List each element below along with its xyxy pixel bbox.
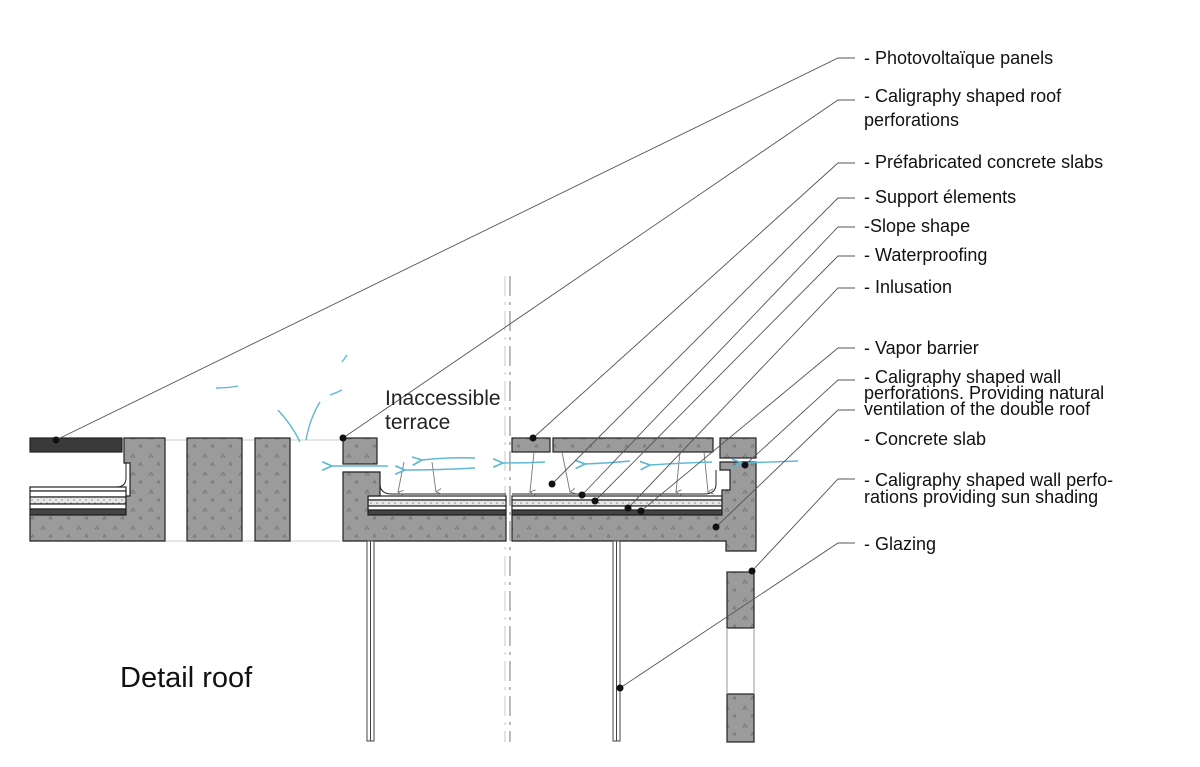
inaccessible-terrace-line2: terrace	[385, 411, 451, 434]
label-line: - Vapor barrier	[864, 338, 979, 358]
upper-parapet-left	[342, 437, 378, 465]
inaccessible-terrace-line1: Inaccessible	[385, 387, 501, 410]
label-glazing: - Glazing	[864, 534, 936, 554]
label-photovoltaic-panels: - Photovoltaïque panels	[864, 48, 1053, 68]
label-vapor-barrier: - Vapor barrier	[864, 338, 979, 358]
right-roof-section	[342, 437, 757, 552]
wall-pier-2	[254, 437, 291, 542]
label-concrete-slab: - Concrete slab	[864, 429, 986, 449]
label-waterproofing: - Waterproofing	[864, 245, 987, 265]
label-line: perforations. Providing natural	[864, 383, 1105, 403]
label-line: rations providing sun shading	[864, 487, 1099, 507]
concrete-slab-left	[342, 471, 507, 542]
label-line: - Support élements	[864, 187, 1017, 207]
label-line: - Photovoltaïque panels	[864, 48, 1054, 68]
left-concrete-slab	[29, 437, 166, 542]
concrete-slab-right	[511, 461, 757, 552]
photovoltaic-panel	[29, 437, 123, 453]
label-line: ventilation of the double roof	[864, 399, 1091, 419]
glazing-and-walls	[366, 540, 755, 743]
label-line: - Inlusation	[864, 277, 953, 297]
inaccessible-terrace-label: Inaccessible terrace	[385, 387, 501, 435]
label-wall-perforations-sun-shading: - Caligraphy shaped wall perfo- rations …	[864, 470, 1114, 507]
leader-lines	[55, 57, 855, 689]
label-line: - Préfabricated concrete slabs	[864, 152, 1104, 172]
label-line: - Caligraphy shaped roof	[864, 86, 1062, 106]
label-line: - Waterproofing	[864, 245, 988, 265]
sun-shading-wall-2	[726, 693, 755, 743]
label-line: -Slope shape	[864, 216, 971, 236]
label-line: perforations	[864, 110, 960, 130]
prefab-slab-2	[552, 437, 714, 453]
label-line: - Concrete slab	[864, 429, 987, 449]
label-roof-perforations: - Caligraphy shaped roof perforations	[864, 86, 1061, 130]
sun-shading-wall-1	[726, 571, 755, 629]
leader-dots	[52, 434, 756, 692]
label-line: - Caligraphy shaped wall	[864, 367, 1062, 387]
upper-parapet-right	[719, 437, 757, 459]
airflow-arrows	[215, 354, 799, 470]
label-wall-perforations-ventilation: - Caligraphy shaped wall perforations. P…	[864, 367, 1105, 419]
label-line: - Caligraphy shaped wall perfo-	[864, 470, 1114, 490]
label-prefab-slabs: - Préfabricated concrete slabs	[864, 152, 1103, 172]
label-support-elements: - Support élements	[864, 187, 1016, 207]
wall-pier-1	[186, 437, 243, 542]
label-insulation: - Inlusation	[864, 277, 952, 297]
drawing-title: Detail roof	[120, 662, 253, 694]
left-roof-section	[29, 437, 291, 542]
label-slope-shape: -Slope shape	[864, 216, 970, 236]
label-line: - Glazing	[864, 534, 937, 554]
